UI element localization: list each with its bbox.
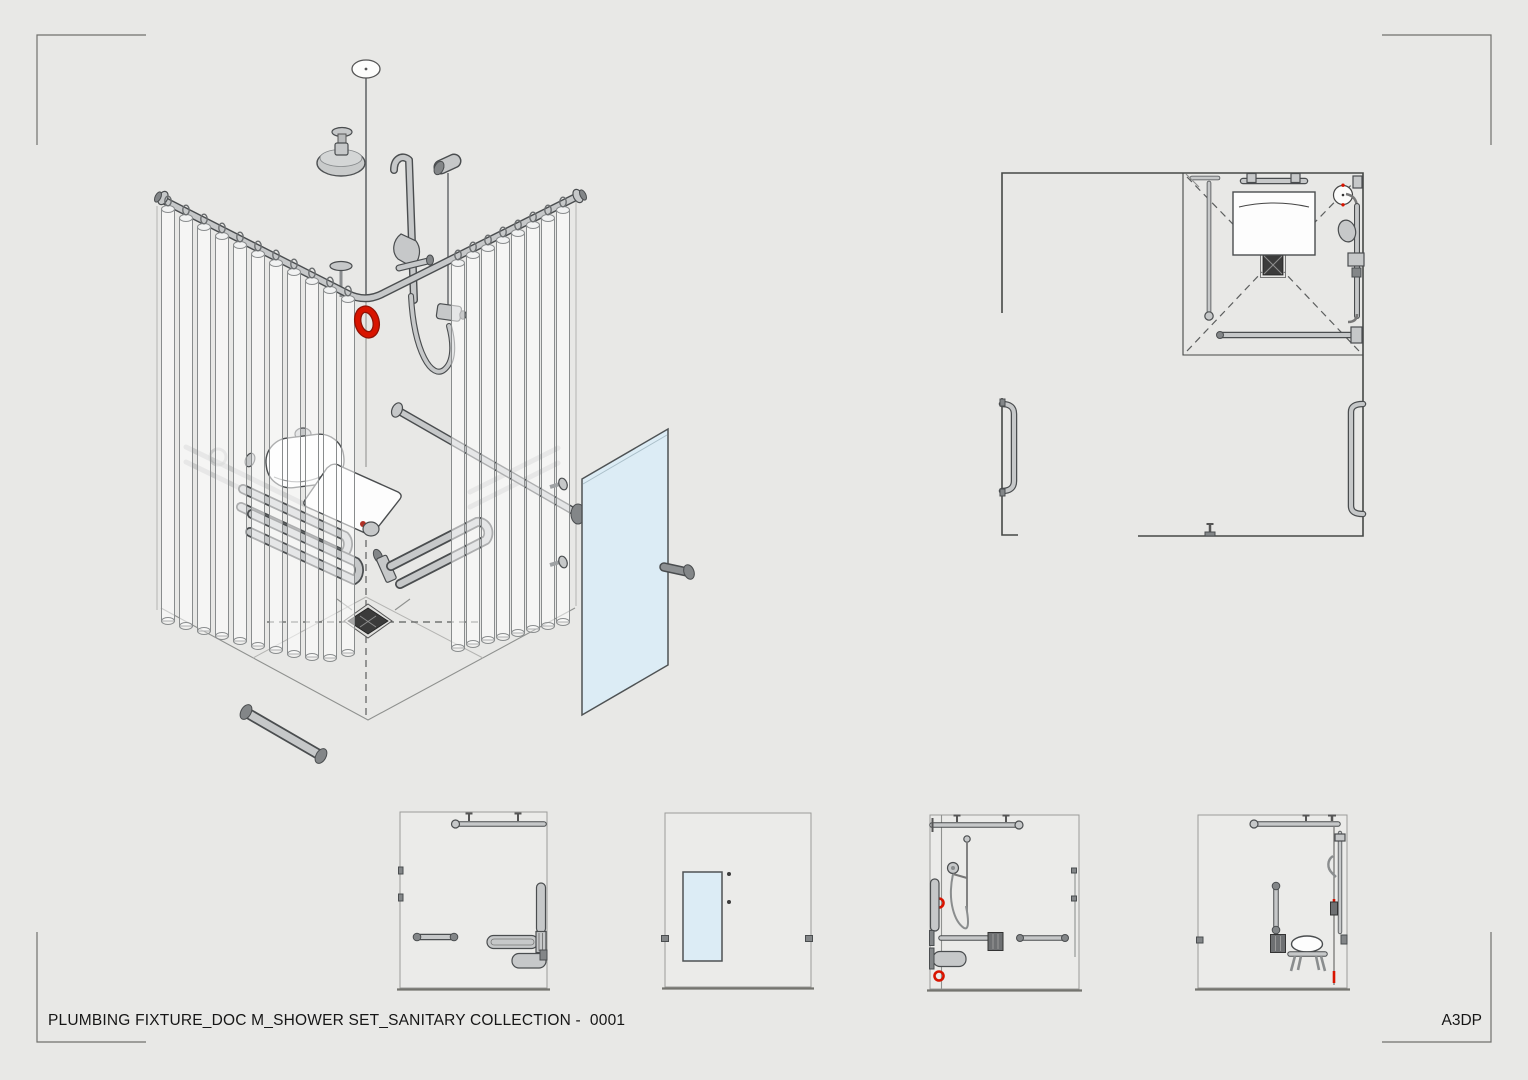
elevation-view-c [927, 814, 1082, 992]
corner-marks [36, 34, 1492, 1043]
room-walls [1001, 172, 1364, 537]
door-grab-bar [659, 562, 695, 580]
shower-riser-and-hose [390, 153, 467, 375]
elevation-view-b [661, 812, 814, 990]
loose-grab-rail [239, 704, 328, 764]
elevation-view-d [1195, 814, 1350, 991]
plan-view [998, 172, 1367, 537]
plan-shower-head [1332, 183, 1354, 207]
plan-drain [1260, 252, 1286, 278]
plan-riser-rail [1337, 175, 1365, 324]
ceiling-shower-head [316, 59, 381, 297]
shower-curtain-left [161, 195, 355, 662]
sheet-code: A3DP [1441, 1012, 1483, 1029]
mirror [581, 427, 669, 717]
isometric-view [154, 59, 695, 764]
plan-seat [1232, 172, 1316, 256]
elevation-view-a [397, 811, 550, 991]
floor-drain [343, 603, 393, 639]
sheet-title: PLUMBING FIXTURE_DOC M_SHOWER SET_SANITA… [48, 1012, 626, 1029]
curtain-rail [154, 188, 587, 303]
wall-hooks [549, 477, 586, 569]
red-curtain-ring [353, 305, 381, 339]
plan-curtain-rail [1185, 173, 1221, 321]
enclosure-walls-floor [156, 78, 577, 721]
plan-grab-rails [998, 326, 1367, 518]
shower-curtain-right [451, 196, 570, 652]
plan-door-stop [1204, 523, 1216, 537]
